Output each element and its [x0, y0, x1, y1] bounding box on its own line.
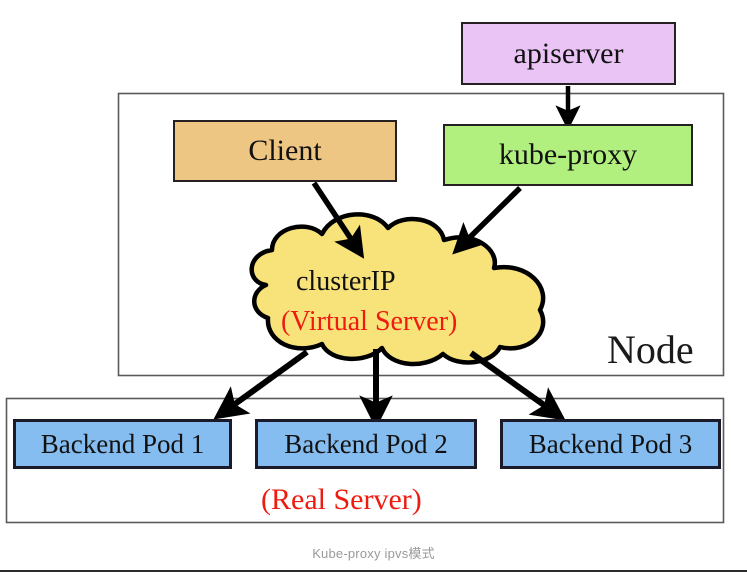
real-server-label: (Real Server) — [261, 483, 422, 516]
bottom-divider — [0, 570, 747, 572]
edge-kube-proxy-to-cluster-ip — [452, 186, 522, 255]
kube-proxy-node[interactable]: kube-proxy — [443, 124, 693, 186]
apiserver-node[interactable]: apiserver — [461, 22, 676, 85]
cluster-ip-label: clusterIP — [296, 266, 396, 297]
diagram-caption: Kube-proxy ipvs模式 — [312, 546, 435, 561]
edge-client-to-cluster-ip — [311, 181, 365, 259]
client-node[interactable]: Client — [173, 120, 397, 182]
edge-cluster-ip-to-pod-1 — [213, 349, 309, 420]
edge-cluster-ip-to-pod-3 — [469, 350, 566, 421]
node-container-label: Node — [607, 327, 694, 372]
backend-pod-1-node[interactable]: Backend Pod 1 — [13, 419, 232, 469]
virtual-server-label: (Virtual Server) — [281, 306, 458, 337]
backend-pod-3-node[interactable]: Backend Pod 3 — [500, 419, 721, 469]
backend-pod-2-node[interactable]: Backend Pod 2 — [255, 419, 477, 469]
node-container-rect — [117, 92, 725, 377]
